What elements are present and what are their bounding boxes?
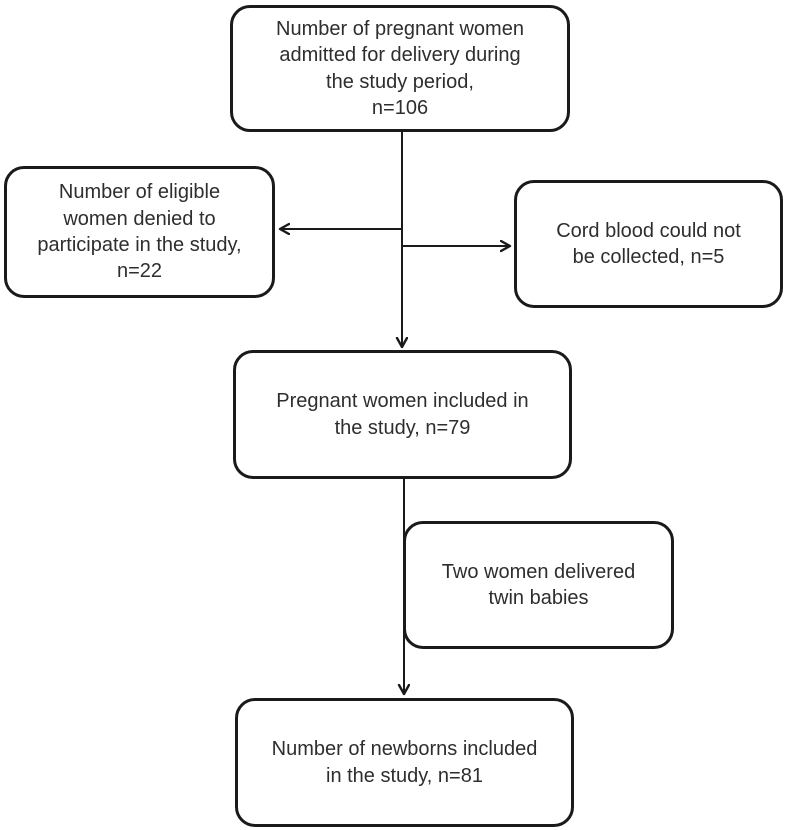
node-cord-blood-label: Cord blood could not be collected, n=5 xyxy=(556,219,741,268)
node-included-label: Pregnant women included in the study, n=… xyxy=(276,390,529,439)
node-admitted-women: Number of pregnant women admitted for de… xyxy=(230,5,570,132)
node-twins-label: Two women delivered twin babies xyxy=(441,560,636,609)
node-cord-blood-not-collected: Cord blood could not be collected, n=5 xyxy=(514,180,783,308)
node-twin-deliveries: Two women delivered twin babies xyxy=(403,521,674,649)
node-admitted-label: Number of pregnant women admitted for de… xyxy=(276,17,524,119)
node-newborns-included: Number of newborns included in the study… xyxy=(235,698,574,827)
node-included-women: Pregnant women included in the study, n=… xyxy=(233,350,572,479)
node-newborns-label: Number of newborns included in the study… xyxy=(271,738,538,787)
node-denied-label: Number of eligible women denied to parti… xyxy=(37,181,242,283)
node-denied-participation: Number of eligible women denied to parti… xyxy=(4,166,275,298)
